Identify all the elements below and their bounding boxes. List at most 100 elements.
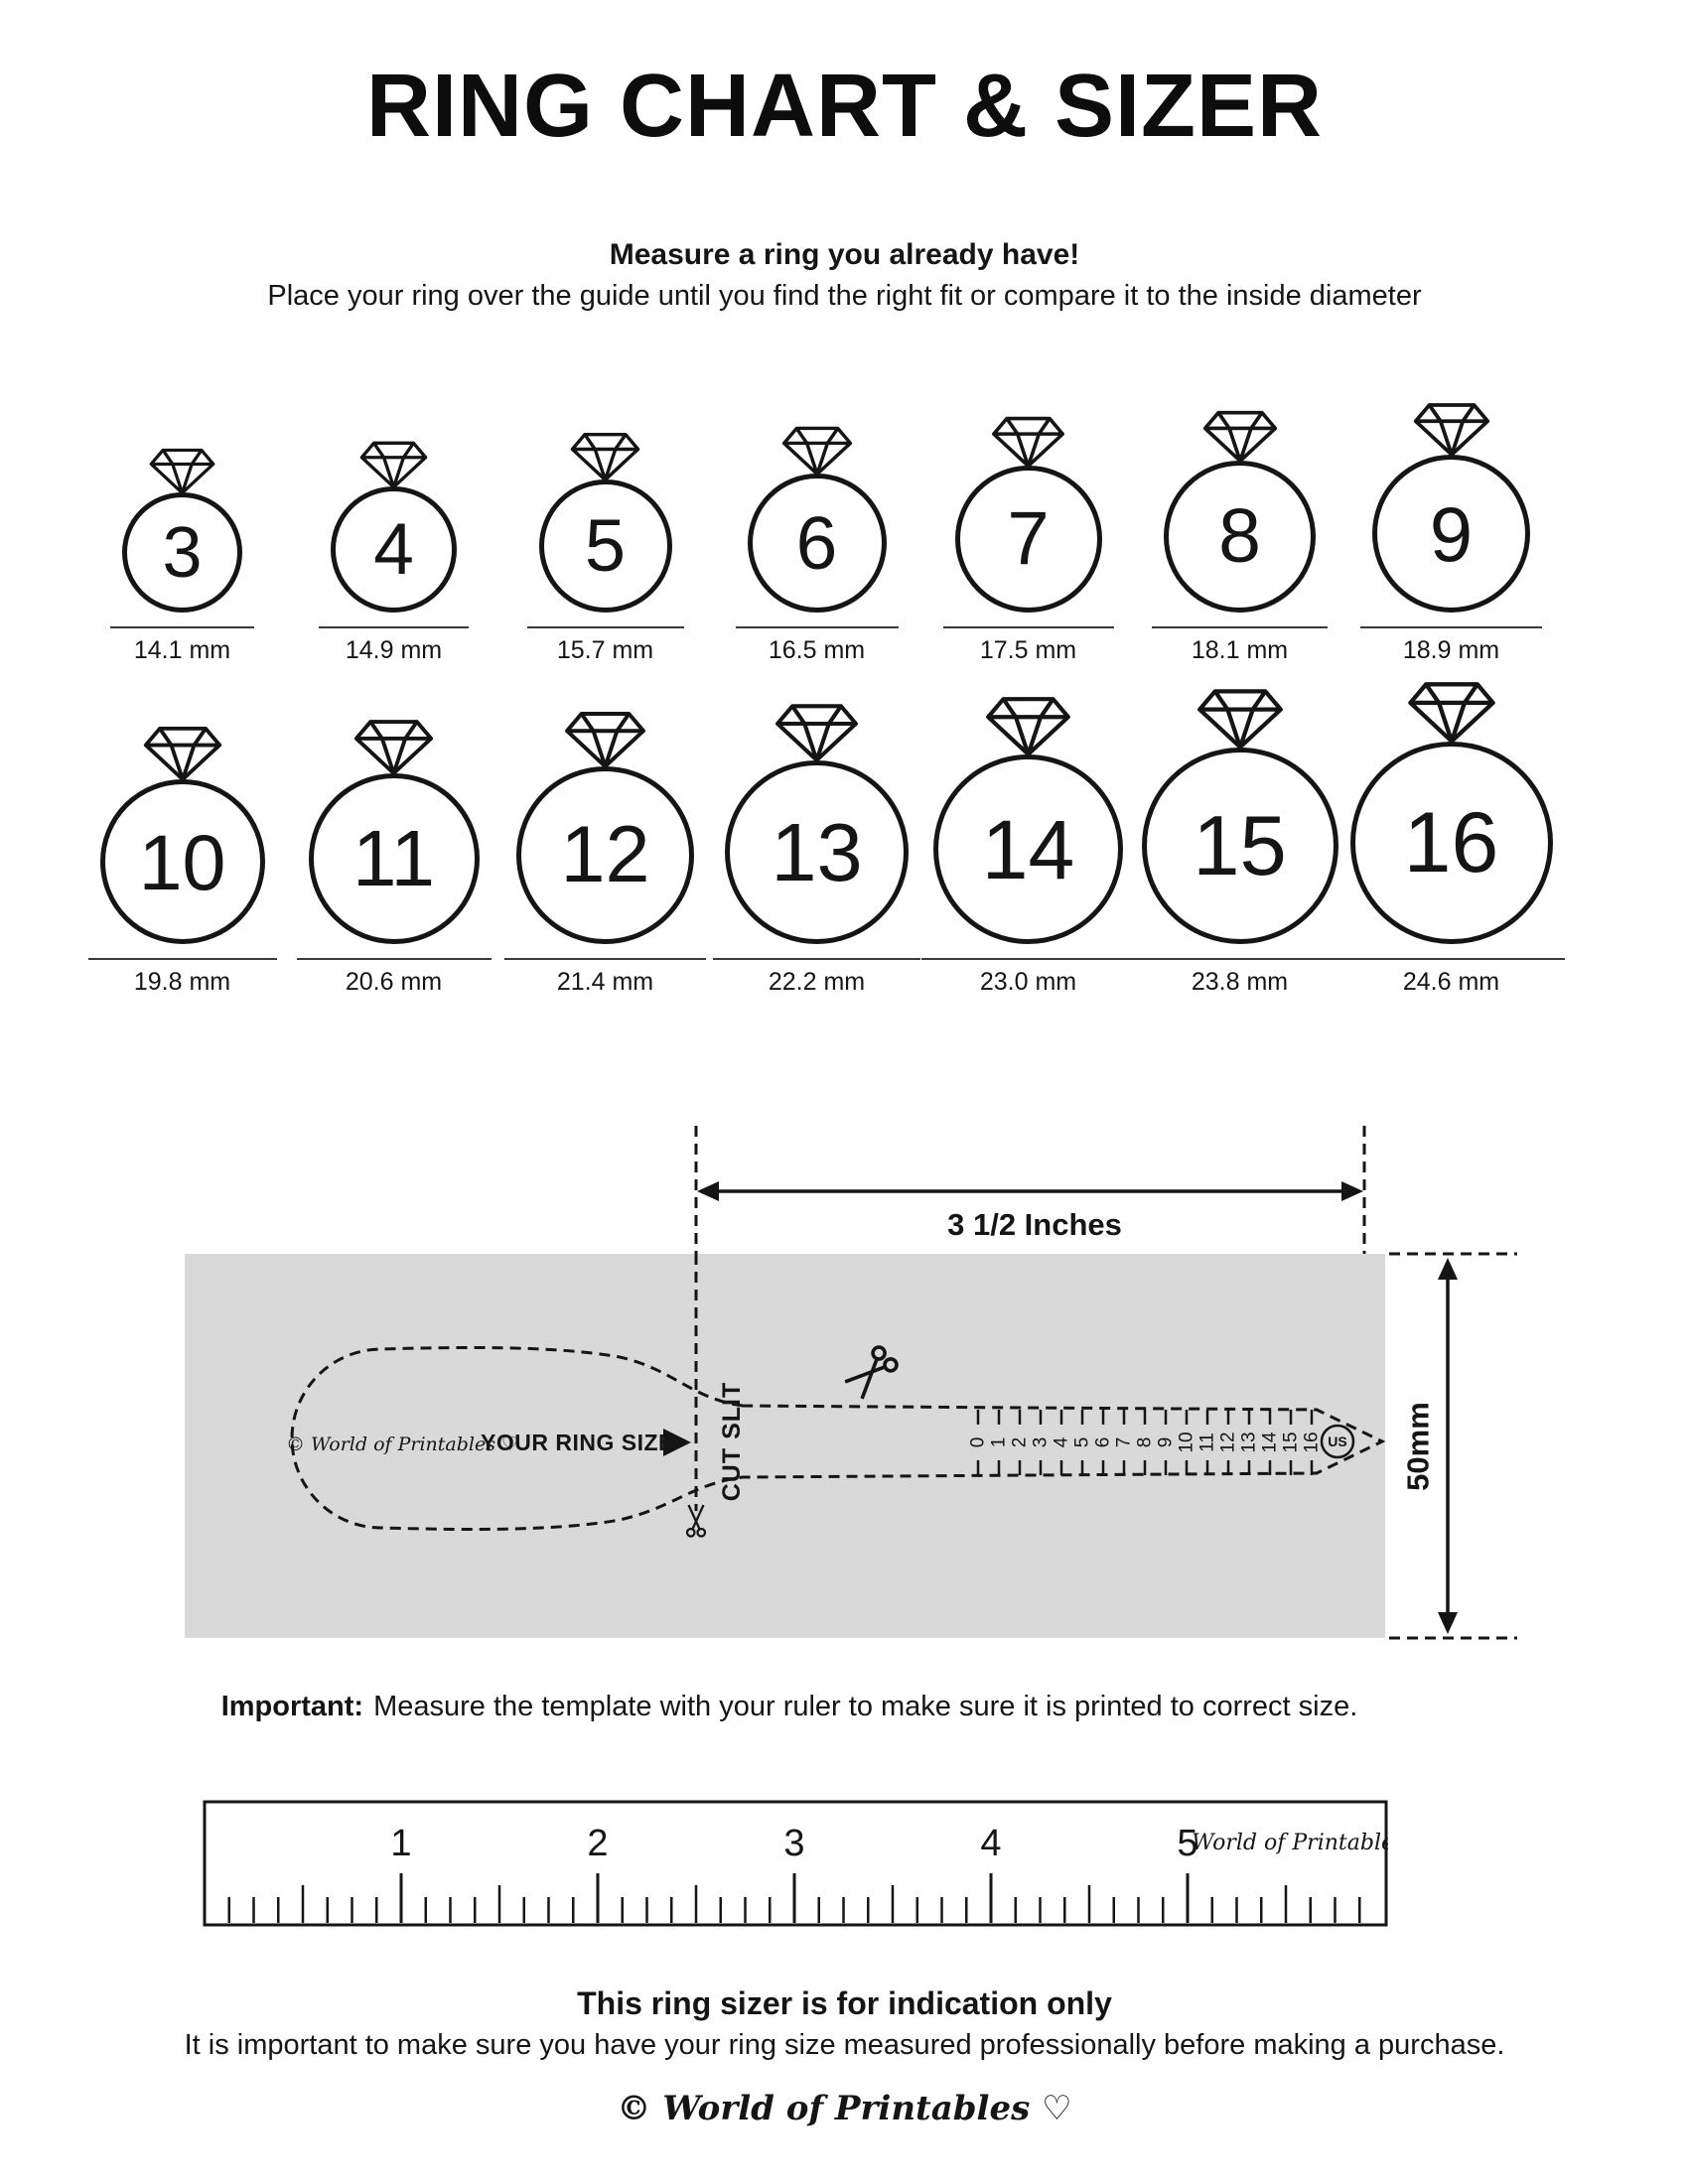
ring-diameter-label: 18.1 mm [1191,636,1289,664]
us-size-mark-0: 0 [968,1410,989,1475]
ring-diameter-label: 14.1 mm [133,636,231,664]
width-dimension-label: 3 1/2 Inches [947,1207,1122,1242]
ring-underline [1360,626,1542,628]
svg-text:11: 11 [1197,1433,1218,1452]
ruler-ticks [227,1873,1361,1923]
diamond-icon [1413,403,1489,457]
ring-underline [1129,958,1350,960]
ring-diameter-label: 23.0 mm [979,968,1077,996]
svg-text:5: 5 [1072,1437,1093,1448]
important-note: Important: Measure the template with your… [0,1691,1579,1723]
us-size-mark-9: 9 [1156,1410,1177,1475]
ring-circle: 9 [1372,455,1530,613]
ring-diameter-label: 18.9 mm [1402,636,1500,664]
width-dimension: 3 1/2 Inches [697,1181,1363,1242]
ring-circle: 3 [122,492,242,613]
ring-circle: 11 [308,773,480,944]
ring-diameter-label: 16.5 mm [768,636,866,664]
tagline-bold: Measure a ring you already have! [609,238,1080,271]
scissors-icon [844,1345,899,1400]
diamond-icon [359,441,428,489]
ruler-number-1: 1 [390,1823,411,1864]
svg-text:15: 15 [1281,1432,1302,1452]
diamond-icon [1202,410,1277,464]
ruler-number-4: 4 [980,1823,1001,1864]
printable-ruler: 1 2 3 4 5 World of Printables ♡ [203,1800,1388,1927]
ring-sizer-figure: 3 1/2 Inches 50mm CUT SLIT © World of Pr… [185,1126,1517,1640]
ring-underline [87,958,277,960]
svg-text:6: 6 [1093,1437,1114,1448]
svg-text:12: 12 [1218,1432,1239,1452]
ring-circle: 7 [954,466,1102,613]
ring-size-12: 12 21.4 mm [499,710,711,997]
svg-text:3: 3 [1031,1437,1052,1448]
ring-underline [1337,958,1565,960]
ring-circle: 10 [99,779,265,944]
ring-underline [713,958,920,960]
ring-diameter-label: 15.7 mm [556,636,654,664]
ring-diameter-label: 14.9 mm [345,636,443,664]
svg-text:4: 4 [1052,1436,1072,1447]
ring-underline [296,958,492,960]
scissors-small-icon [685,1504,707,1538]
us-size-mark-4: 4 [1052,1410,1072,1475]
us-badge-circle [1320,1424,1355,1459]
ring-underline [504,958,706,960]
us-size-mark-15: 15 [1281,1410,1302,1475]
us-size-mark-12: 12 [1218,1410,1239,1475]
diamond-icon [353,720,434,775]
ring-underline [1152,626,1328,628]
diamond-icon [1407,682,1495,744]
us-unit-label: US [1328,1433,1346,1449]
ring-circle: 15 [1141,748,1338,944]
us-size-mark-5: 5 [1072,1410,1093,1475]
us-size-mark-7: 7 [1114,1410,1135,1475]
ring-circle: 12 [516,766,694,944]
svg-text:13: 13 [1239,1432,1260,1452]
svg-text:16: 16 [1302,1432,1323,1452]
arrow-up-icon [1438,1258,1458,1280]
important-text: Measure the template with your ruler to … [373,1691,1358,1722]
ruler-brand: World of Printables ♡ [1192,1831,1388,1855]
us-size-mark-16: 16 [1302,1410,1323,1475]
diamond-icon [775,704,858,762]
ring-circle: 8 [1164,461,1316,613]
ruler-number-3: 3 [783,1823,804,1864]
us-size-mark-1: 1 [989,1410,1010,1475]
diamond-icon [149,448,215,495]
diamond-icon [986,697,1070,756]
svg-text:7: 7 [1114,1437,1135,1448]
ring-diameter-label: 23.8 mm [1191,968,1289,996]
ring-size-9: 9 18.9 mm [1345,401,1557,665]
important-label: Important: [220,1691,364,1722]
ruler-number-5: 5 [1177,1823,1197,1864]
ring-size-8: 8 18.1 mm [1134,409,1345,665]
ring-underline [319,626,469,628]
sizer-outline [290,1345,1386,1532]
svg-text:1: 1 [989,1437,1010,1448]
ring-circle: 14 [933,754,1123,944]
svg-text:2: 2 [1010,1437,1031,1448]
ruler-numbers: 1 2 3 4 5 [390,1823,1197,1864]
cut-slit-label: CUT SLIT [718,1382,746,1502]
ring-size-3: 3 14.1 mm [76,447,288,665]
ruler-number-2: 2 [587,1823,608,1864]
ring-underline [735,626,899,628]
svg-text:10: 10 [1177,1432,1197,1452]
svg-text:0: 0 [968,1437,989,1448]
ring-diameter-label: 21.4 mm [556,968,654,996]
ring-circle: 16 [1349,742,1553,944]
us-size-mark-8: 8 [1135,1410,1156,1475]
svg-text:14: 14 [1260,1432,1281,1453]
sizer-panel [185,1254,1385,1638]
